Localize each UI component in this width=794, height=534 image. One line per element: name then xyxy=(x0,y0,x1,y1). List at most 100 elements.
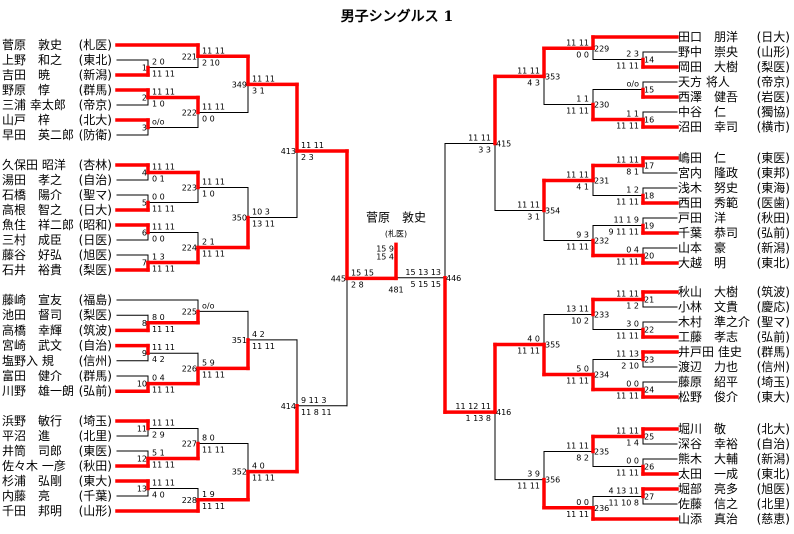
player-name: 石橋 陽介 xyxy=(2,188,62,202)
player-name: 中谷 仁 xyxy=(678,104,726,119)
player-team: (梨医) xyxy=(79,263,112,277)
player-name: 宮崎 武文 xyxy=(2,338,62,353)
match-score-top: 11 11 xyxy=(252,74,275,83)
match-score-top: 5 9 xyxy=(202,358,215,367)
match-score-top: 13 11 xyxy=(566,305,589,314)
match-score-bottom: 3 3 xyxy=(478,145,491,154)
player-team: (福島) xyxy=(79,292,112,307)
winner-path-lines xyxy=(115,35,679,521)
final-score-bottom: 15 4 xyxy=(376,252,394,261)
match-score-bottom: 2 9 xyxy=(152,431,165,440)
match-score-bottom: 1 2 xyxy=(626,302,639,311)
match-score-bottom: 11 11 xyxy=(202,502,225,511)
player-name: 湯田 孝之 xyxy=(2,173,62,187)
match-number: 446 xyxy=(446,274,461,283)
match-score-top: 2 3 xyxy=(626,50,639,59)
player-team: (東医) xyxy=(79,444,112,458)
player-name: 深谷 幸裕 xyxy=(678,436,738,451)
match-score-bottom: 11 11 xyxy=(616,122,639,131)
match-score-top: o/o xyxy=(627,80,640,89)
match-score-bottom: 11 11 xyxy=(616,392,639,401)
player-name: 熊木 大輔 xyxy=(678,451,738,466)
player-name: 藤原 紹平 xyxy=(678,375,738,389)
match-number: 26 xyxy=(644,463,654,472)
match-score-bottom: 9 11 11 xyxy=(608,228,639,237)
match-score-top: 2 1 xyxy=(202,238,215,247)
player-name: 野原 惇 xyxy=(2,83,50,97)
match-number: 3 xyxy=(142,124,147,133)
match-score-top: 0 0 xyxy=(576,498,589,507)
match-number: 11 xyxy=(137,425,147,434)
match-score-top: 0 4 xyxy=(626,246,639,255)
player-team: (医歯) xyxy=(757,196,790,210)
player-name: 高橋 幸輝 xyxy=(2,322,62,337)
player-team: (弘前) xyxy=(757,329,790,344)
match-score-top: 11 11 xyxy=(152,419,175,428)
match-score-top: 11 11 xyxy=(468,133,491,142)
player-name: 西澤 健吾 xyxy=(678,90,738,104)
match-score-top: 11 11 xyxy=(616,156,639,165)
match-number: 21 xyxy=(644,296,654,305)
player-team: (筑波) xyxy=(79,322,112,337)
champion-name: 菅原 敦史 xyxy=(366,209,426,224)
player-team: (山形) xyxy=(757,45,790,59)
player-name: 浅木 努史 xyxy=(678,180,738,195)
player-name: 早田 英二郎 xyxy=(2,128,74,142)
match-score-top: 4 0 xyxy=(252,462,265,471)
player-team: (梨医) xyxy=(79,308,112,322)
match-number: 445 xyxy=(331,274,346,283)
match-score-bottom: 11 11 xyxy=(202,250,225,259)
player-team: (北大) xyxy=(757,422,790,436)
player-name: 堀部 亮多 xyxy=(678,481,738,496)
match-number: 12 xyxy=(137,455,147,464)
match-score-top: 11 12 11 xyxy=(455,402,491,411)
match-number: 236 xyxy=(594,504,609,513)
player-team: (東医) xyxy=(757,151,790,165)
match-number: 230 xyxy=(594,101,609,110)
player-team: (信州) xyxy=(757,360,790,374)
player-team: (聖マ) xyxy=(757,315,790,329)
match-score-bottom: 11 11 xyxy=(202,446,225,455)
player-name: 浜野 敏行 xyxy=(2,413,62,428)
match-score-top: 1 3 xyxy=(152,253,165,262)
player-team: (新潟) xyxy=(79,67,112,82)
player-name: 井戸田 佳史 xyxy=(678,345,742,359)
match-score-bottom: 11 11 xyxy=(202,370,225,379)
match-score-bottom: 3 1 xyxy=(252,86,265,95)
player-name: 魚住 祥二郎 xyxy=(2,218,74,232)
match-score-top: 1 2 xyxy=(626,186,639,195)
match-number: 10 xyxy=(137,380,147,389)
match-score-top: 3 0 xyxy=(626,320,639,329)
match-number: 14 xyxy=(644,56,654,65)
match-number: 228 xyxy=(182,496,197,505)
player-team: (弘前) xyxy=(79,383,112,398)
match-score-top: 4 0 xyxy=(527,335,540,344)
match-number: 229 xyxy=(594,44,609,53)
match-score-top: 11 11 xyxy=(517,201,540,210)
match-score-bottom: 0 0 xyxy=(152,235,165,244)
match-number: 234 xyxy=(594,371,609,380)
match-score-bottom: 11 11 xyxy=(517,482,540,491)
player-name: 山添 真治 xyxy=(678,512,738,526)
match-score-bottom: 8 2 xyxy=(576,454,589,463)
match-score-top: 11 11 xyxy=(616,427,639,436)
match-score-bottom: 3 1 xyxy=(527,213,540,222)
match-score-top: 11 11 xyxy=(202,178,225,187)
match-score-top: 5 1 xyxy=(152,449,165,458)
match-number: 226 xyxy=(182,364,197,373)
player-team: (北里) xyxy=(757,497,790,511)
player-team: (帝京) xyxy=(757,74,790,89)
player-team: (梨医) xyxy=(757,60,790,74)
player-team: (自治) xyxy=(757,437,790,451)
player-name: 田口 朋洋 xyxy=(678,29,738,44)
player-name: 太田 一成 xyxy=(678,466,738,481)
player-name: 千葉 恭司 xyxy=(678,226,738,240)
match-score-bottom: 11 11 xyxy=(616,198,639,207)
match-score-top: 0 0 xyxy=(626,457,639,466)
match-score-bottom: 0 0 xyxy=(202,115,215,124)
match-number: 20 xyxy=(644,252,654,261)
match-score-top: 8 0 xyxy=(152,313,165,322)
match-score-bottom: 11 11 xyxy=(252,342,275,351)
match-score-bottom: 11 11 xyxy=(152,70,175,79)
match-score-bottom: 1 4 xyxy=(626,439,639,448)
